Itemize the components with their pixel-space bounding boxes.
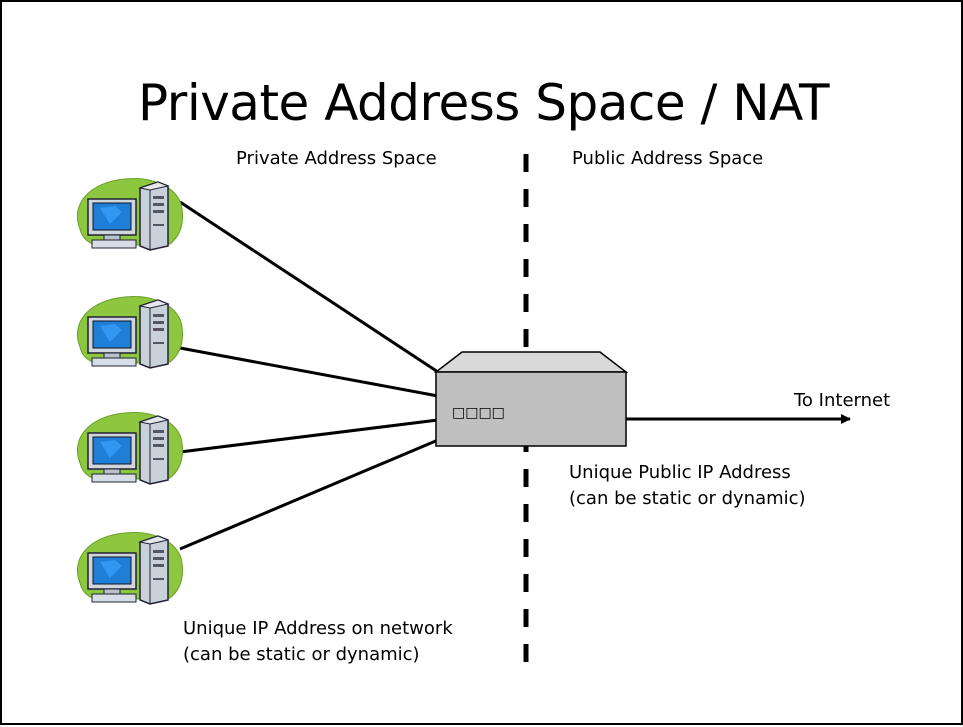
public-ip-note-line2: (can be static or dynamic) <box>569 488 806 509</box>
private-ip-note-line2: (can be static or dynamic) <box>183 644 420 665</box>
router-ports: □□□□ <box>452 405 505 421</box>
link-pc-3 <box>179 418 439 454</box>
page-title: Private Address Space / NAT <box>138 74 830 132</box>
computer-icon-4 <box>76 531 184 605</box>
private-region-label: Private Address Space <box>236 148 437 169</box>
private-ip-note: Unique IP Address on network (can be sta… <box>183 616 453 668</box>
link-pc-1 <box>179 200 439 374</box>
public-ip-note-line1: Unique Public IP Address <box>569 462 791 483</box>
private-ip-note-line1: Unique IP Address on network <box>183 618 453 639</box>
public-ip-note: Unique Public IP Address (can be static … <box>569 460 806 512</box>
computer-icon-1 <box>76 177 184 251</box>
computer-icon-2 <box>76 295 184 369</box>
public-region-label: Public Address Space <box>572 148 764 169</box>
link-pc-4 <box>179 438 439 551</box>
link-pc-2 <box>179 346 439 398</box>
computer-icon-3 <box>76 411 184 485</box>
internet-label: To Internet <box>794 390 891 411</box>
router-icon: □□□□ <box>433 351 629 447</box>
